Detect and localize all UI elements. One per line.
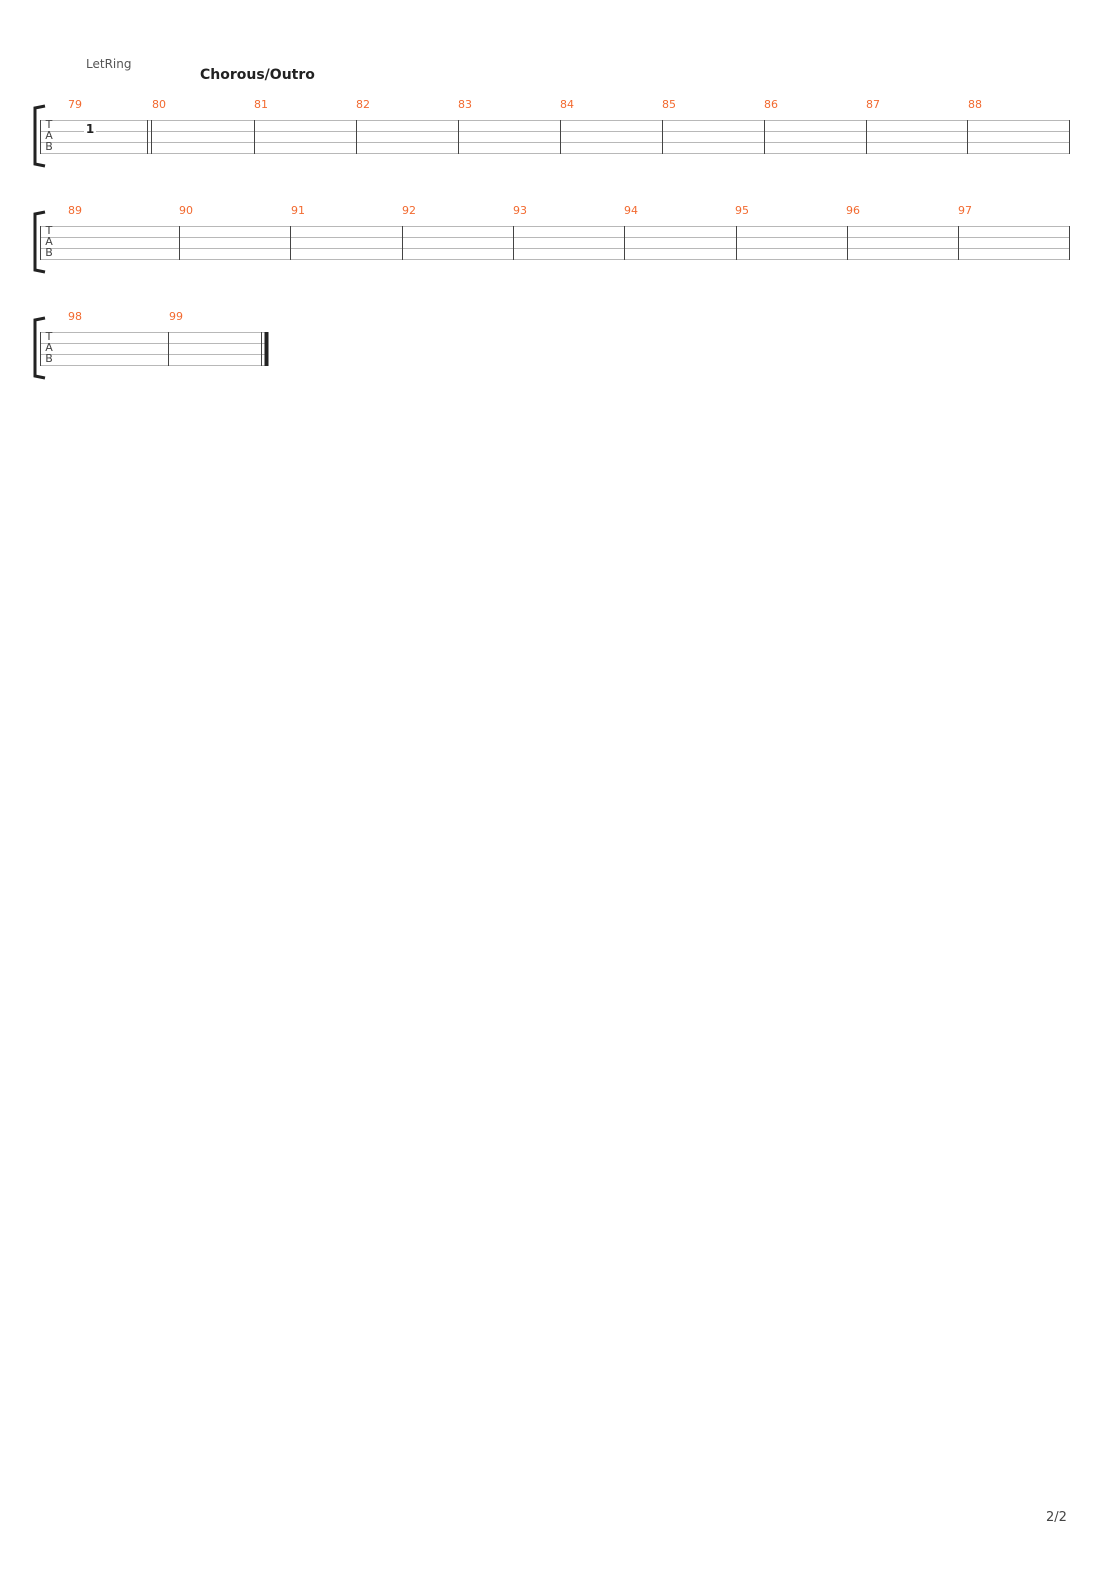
staff-lines bbox=[40, 226, 1070, 260]
staff-lines bbox=[40, 120, 1070, 154]
system-bracket bbox=[33, 316, 46, 380]
bar-number: 84 bbox=[560, 98, 574, 111]
staff-lines bbox=[40, 332, 268, 366]
bar-number: 79 bbox=[68, 98, 82, 111]
bar-number: 95 bbox=[735, 204, 749, 217]
bar-numbers: 98 99 bbox=[68, 310, 183, 323]
let-ring-annotation: LetRing bbox=[86, 57, 131, 71]
barlines bbox=[40, 226, 1070, 260]
section-marker: Chorous/Outro bbox=[200, 67, 315, 83]
fret-note-bg bbox=[84, 123, 96, 135]
tab-clef-a: A bbox=[45, 129, 53, 142]
bar-number: 96 bbox=[846, 204, 860, 217]
tab-clef-t: T bbox=[45, 118, 53, 131]
tab-clef-b: B bbox=[45, 352, 53, 365]
bar-number: 97 bbox=[958, 204, 972, 217]
barlines bbox=[40, 332, 269, 366]
tab-clef: T A B bbox=[45, 224, 54, 259]
tab-clef-t: T bbox=[45, 224, 53, 237]
barlines bbox=[40, 120, 1070, 154]
bar-number: 92 bbox=[402, 204, 416, 217]
bar-number: 86 bbox=[764, 98, 778, 111]
tab-clef-b: B bbox=[45, 246, 53, 259]
bar-number: 90 bbox=[179, 204, 193, 217]
page-number: 2/2 bbox=[1046, 1510, 1067, 1525]
bar-number: 89 bbox=[68, 204, 82, 217]
tab-clef: T A B bbox=[45, 330, 54, 365]
bar-number: 82 bbox=[356, 98, 370, 111]
bar-number: 88 bbox=[968, 98, 982, 111]
tab-clef-t: T bbox=[45, 330, 53, 343]
tab-clef: T A B bbox=[45, 118, 54, 153]
bar-number: 83 bbox=[458, 98, 472, 111]
tab-system-1: T A B 79 80 81 82 83 84 85 86 bbox=[33, 98, 1070, 168]
system-bracket bbox=[33, 104, 46, 168]
tab-clef-a: A bbox=[45, 235, 53, 248]
tab-system-3: T A B 98 99 bbox=[33, 310, 269, 380]
tab-system-2: T A B 89 90 91 92 93 94 95 96 97 bbox=[33, 204, 1070, 274]
bar-number: 87 bbox=[866, 98, 880, 111]
bar-number: 85 bbox=[662, 98, 676, 111]
bar-numbers: 79 80 81 82 83 84 85 86 87 88 bbox=[68, 98, 982, 111]
bar-number: 99 bbox=[169, 310, 183, 323]
bar-numbers: 89 90 91 92 93 94 95 96 97 bbox=[68, 204, 972, 217]
bar-number: 94 bbox=[624, 204, 638, 217]
bar-number: 98 bbox=[68, 310, 82, 323]
bar-number: 93 bbox=[513, 204, 527, 217]
bar-number: 81 bbox=[254, 98, 268, 111]
tab-clef-a: A bbox=[45, 341, 53, 354]
fret-note: 1 bbox=[86, 122, 94, 136]
tab-clef-b: B bbox=[45, 140, 53, 153]
bar-number: 91 bbox=[291, 204, 305, 217]
bar-number: 80 bbox=[152, 98, 166, 111]
system-bracket bbox=[33, 210, 46, 274]
